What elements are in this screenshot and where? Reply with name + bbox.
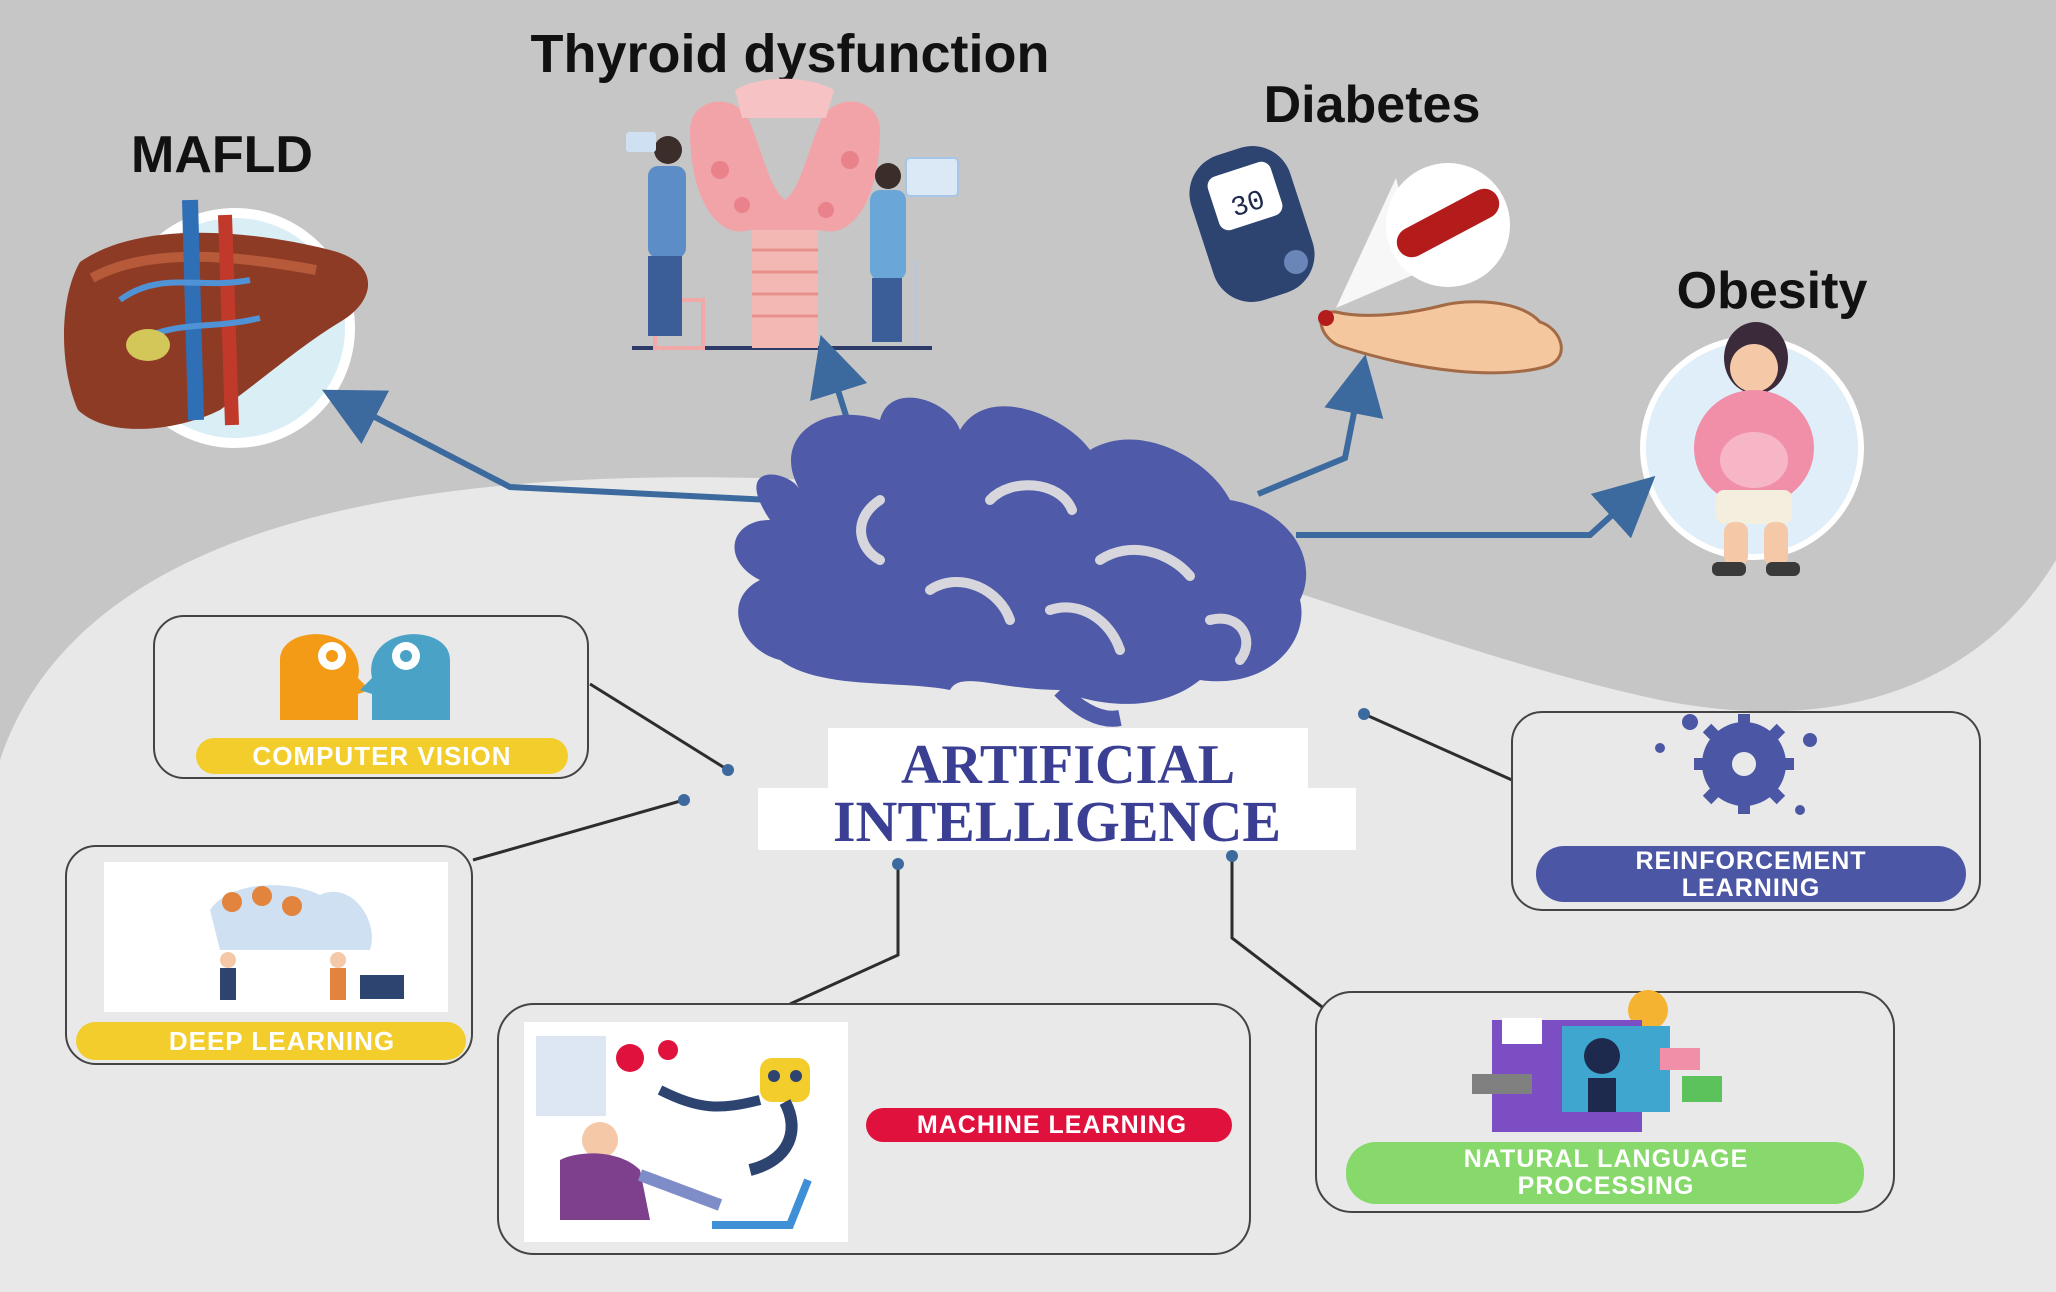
label-mafld: MAFLD (131, 126, 313, 184)
connector-nlp (1230, 856, 1327, 1012)
pill-computer-vision: COMPUTER VISION (252, 741, 511, 771)
arrow-to-mafld (322, 389, 811, 505)
pill-nlp-line2: PROCESSING (1518, 1172, 1695, 1200)
connector-deep-learning (472, 798, 685, 862)
brain-icon (734, 397, 1307, 727)
label-diabetes: Diabetes (1264, 76, 1481, 134)
deep-learning-illustration (210, 885, 372, 950)
technique-nlp: NATURAL LANGUAGE PROCESSING (1315, 990, 1895, 1213)
thyroid-icon (626, 78, 959, 350)
connector-dots (678, 708, 1370, 870)
pill-deep-learning: DEEP LEARNING (169, 1026, 395, 1056)
technique-connectors (472, 682, 1513, 1012)
pill-rl-line2: LEARNING (1682, 874, 1821, 902)
label-thyroid: Thyroid dysfunction (531, 24, 1050, 84)
connector-machine-learning (789, 864, 900, 1006)
connector-reinforcement (1363, 712, 1513, 782)
pill-machine-learning: MACHINE LEARNING (917, 1111, 1187, 1139)
technique-machine-learning: MACHINE LEARNING (497, 1003, 1251, 1255)
technique-deep-learning: DEEP LEARNING (65, 845, 473, 1065)
arrow-to-diabetes (1256, 354, 1384, 497)
title-intelligence: INTELLIGENCE (833, 789, 1281, 854)
gear-icon (1655, 714, 1817, 815)
label-obesity: Obesity (1677, 262, 1868, 320)
title-bg-line2 (758, 788, 1356, 850)
obesity-icon (1640, 322, 1864, 576)
title-bg-line1 (828, 728, 1308, 788)
ml-screen-illustration (536, 1036, 606, 1116)
head-gear-icon-right (360, 634, 462, 720)
technique-computer-vision: COMPUTER VISION (153, 615, 589, 779)
technique-reinforcement-learning: REINFORCEMENT LEARNING (1511, 711, 1981, 911)
pill-rl-line1: REINFORCEMENT (1635, 847, 1866, 875)
liver-icon (64, 199, 369, 448)
title-artificial: ARTIFICIAL (901, 734, 1235, 796)
connector-computer-vision (589, 682, 729, 772)
arrow-to-obesity (1296, 475, 1656, 539)
pill-nlp-line1: NATURAL LANGUAGE (1464, 1145, 1749, 1173)
